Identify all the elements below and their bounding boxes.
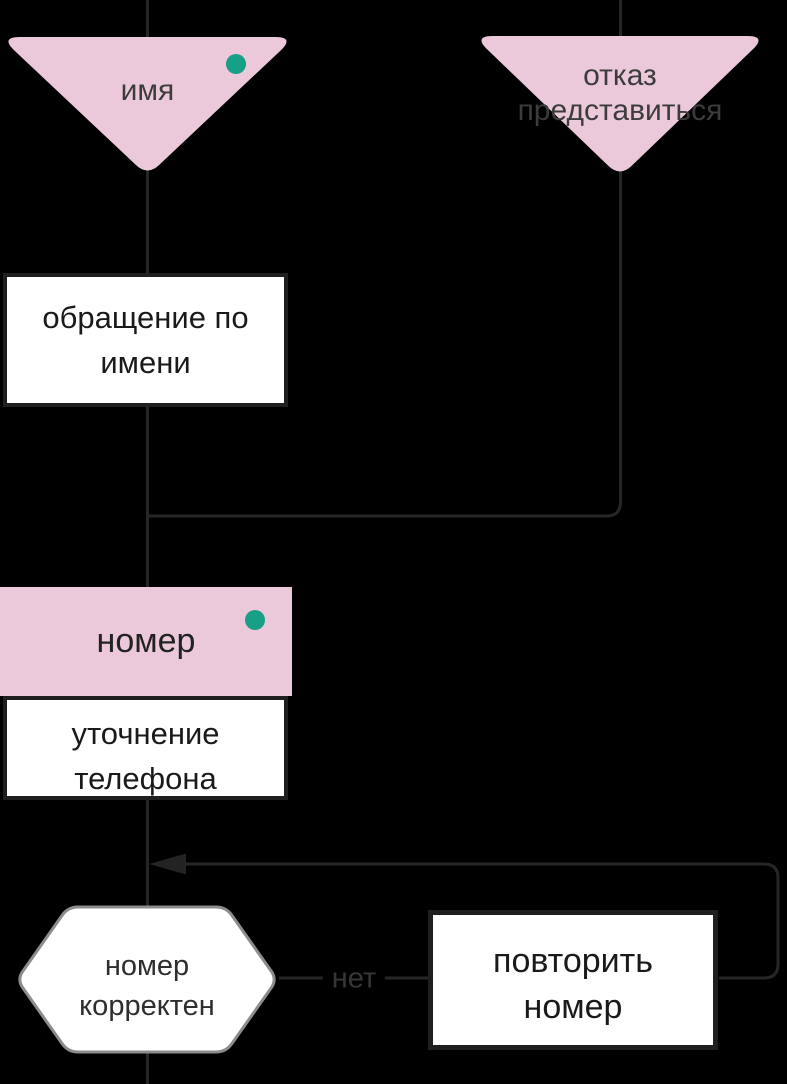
- node-number-correct-label: номер корректен: [79, 949, 215, 1022]
- edge-refuse-merge: [149, 0, 622, 518]
- node-number-correct-decision[interactable]: номер корректен: [14, 904, 280, 1055]
- edge-label-no: нет: [322, 962, 386, 996]
- status-dot-icon: [245, 610, 265, 630]
- node-repeat-number[interactable]: повторить номер: [428, 910, 718, 1050]
- arrowhead-left-icon: [149, 853, 186, 875]
- node-refuse-intent[interactable]: отказ представиться: [473, 36, 767, 177]
- node-refuse-intent-label: отказ представиться: [517, 59, 723, 127]
- node-name-intent[interactable]: имя: [0, 37, 295, 176]
- node-clarify-phone[interactable]: уточнение телефона: [3, 696, 288, 800]
- intent-triangle-shape: [8, 37, 287, 171]
- edge-loop-back: [184, 862, 780, 980]
- intent-triangle-shape: [481, 36, 759, 172]
- decision-hexagon-shape: [18, 905, 276, 1054]
- status-dot-icon: [226, 54, 246, 74]
- node-address-by-name[interactable]: обращение по имени: [3, 273, 288, 407]
- node-number-intent[interactable]: номер: [0, 587, 292, 696]
- node-name-intent-label: имя: [120, 73, 175, 107]
- node-number-intent-label: номер: [96, 622, 196, 660]
